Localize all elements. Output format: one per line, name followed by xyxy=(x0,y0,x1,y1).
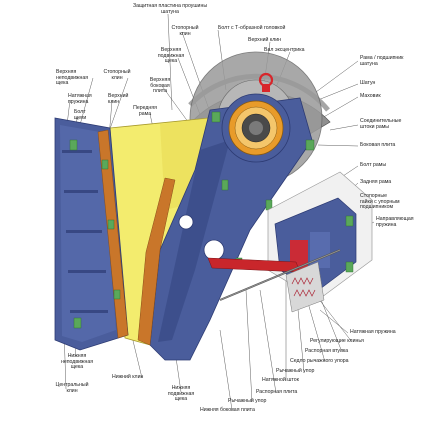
label-tension-spring: Натяжная пружина xyxy=(68,93,92,105)
label-toggle-plate: Распорная плита xyxy=(256,389,298,395)
label-eccentric-shaft: Вал эксцентрика xyxy=(264,47,305,53)
label-toggle-bush: Распорная втулка xyxy=(305,348,349,354)
label-tension-rod: Натяжной шток xyxy=(262,377,299,383)
label-side-plate: Боковая плита xyxy=(360,142,396,148)
label-upper-fixed-jaw: Верхняя неподвижная щека xyxy=(56,69,89,87)
label-frame-bolt: Болт рамы xyxy=(360,162,387,168)
label-tension-spring-right: Натяжная пружина xyxy=(350,329,396,335)
eccentric-bearing xyxy=(221,72,291,163)
label-upper-toggle-seat: Стопорный клин xyxy=(171,25,199,37)
toggle-assembly xyxy=(207,249,341,313)
label-frame-rods: Соединительные штоки рамы xyxy=(360,118,402,130)
label-frame-bearing: Рама / подшипник шатуна xyxy=(360,55,404,67)
label-upper-wedge: Верхний клин xyxy=(248,37,281,43)
label-lower-side-plate: Нижняя боковая плита xyxy=(200,407,255,413)
label-upper-wedge-left: Верхний клин xyxy=(108,93,129,105)
label-toggle-seat: Седло рычажного упора xyxy=(290,358,349,364)
label-t-bolt: Болт с Т-образной головкой xyxy=(218,25,286,31)
frame-bolts xyxy=(211,111,315,151)
label-lower-fixed-jaw: Нижняя неподвижная щека xyxy=(60,353,94,371)
label-adjusting-wedges: Регулирующие клинья xyxy=(310,338,364,344)
label-lock-wedge-left: Стопорный клин xyxy=(103,69,131,81)
label-jaw-bolt: Болт щеки xyxy=(74,109,87,121)
label-upper-side-plate: Верхняя боковая плита xyxy=(149,77,171,95)
label-thrust-plate: Защитная пластина проушины шатуна xyxy=(132,3,208,15)
label-central-wedge: Центральный клин xyxy=(55,382,89,394)
label-upper-movable-jaw: Верхняя подвижная щека xyxy=(157,47,185,65)
label-pitman: Шатун xyxy=(360,80,376,86)
label-lower-wedge: Нижний клин xyxy=(112,374,144,380)
label-lever-stop-2: Рычажный упор xyxy=(228,398,267,404)
label-guide-spring: Направляющая пружина xyxy=(376,216,414,228)
label-flywheel: Маховик xyxy=(360,93,381,99)
fixed-jaw xyxy=(54,117,129,351)
label-front-frame: Передняя рама xyxy=(133,105,157,117)
label-lever-stop: Рычажный упор xyxy=(276,368,315,374)
movable-jaw xyxy=(137,97,313,361)
label-stop-nuts: Стопорные гайки с упорным подшипником xyxy=(360,193,400,211)
label-lower-movable-jaw: Нижняя подвижная щека xyxy=(167,385,195,403)
label-rear-frame: Задняя рама xyxy=(360,179,392,185)
